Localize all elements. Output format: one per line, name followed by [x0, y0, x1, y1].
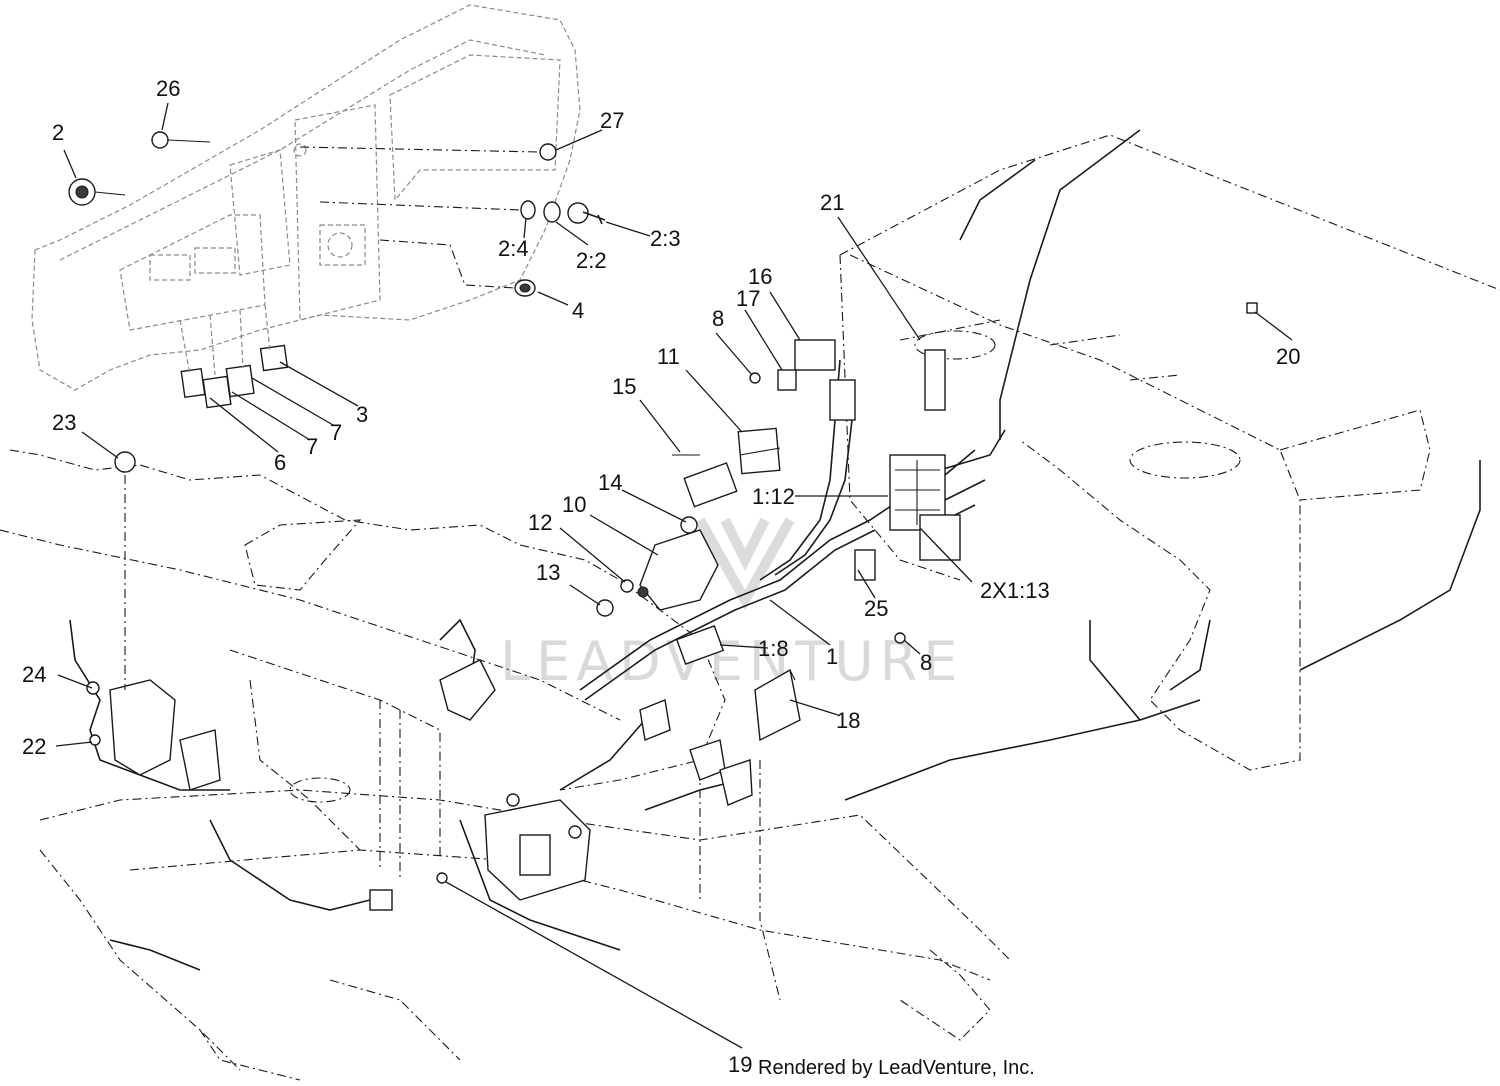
callout-20: 20 [1276, 344, 1300, 369]
callout-27: 27 [600, 108, 624, 133]
rocker-switches [179, 304, 289, 409]
callout-4: 4 [572, 298, 584, 323]
callout-1: 1 [826, 644, 838, 669]
callout-8-upper: 8 [712, 306, 724, 331]
callout-2-3: 2:3 [650, 226, 681, 251]
electrical-components [86, 302, 1258, 911]
callout-17: 17 [736, 286, 760, 311]
leader-lines [55, 102, 1293, 1049]
ignition-parts [68, 131, 606, 297]
callout-18: 18 [836, 708, 860, 733]
callout-25: 25 [864, 596, 888, 621]
callout-22: 22 [22, 734, 46, 759]
wiring-harness [69, 129, 1481, 971]
callout-19: 19 [728, 1052, 752, 1077]
callout-1-12: 1:12 [752, 484, 795, 509]
callout-2-2: 2:2 [576, 248, 607, 273]
callout-6: 6 [274, 450, 286, 475]
callout-14: 14 [598, 470, 622, 495]
callout-labels: 2 26 27 2:4 2:2 2:3 4 21 16 17 8 11 15 2… [22, 76, 1300, 1077]
callout-11: 11 [657, 344, 680, 369]
dashboard-panel [31, 4, 581, 391]
callout-2x1-13: 2X1:13 [980, 578, 1050, 603]
render-credit: Rendered by LeadVenture, Inc. [758, 1057, 1035, 1079]
callout-10: 10 [562, 492, 586, 517]
callout-1-8: 1:8 [758, 636, 789, 661]
watermark-text: LEADVENTURE [500, 630, 963, 693]
frame-chassis [0, 134, 1500, 1081]
callout-13: 13 [536, 560, 560, 585]
callout-15: 15 [612, 374, 636, 399]
callout-16: 16 [748, 264, 772, 289]
callout-23: 23 [52, 410, 76, 435]
callout-26: 26 [156, 76, 180, 101]
callout-7-left: 7 [306, 434, 318, 459]
callout-2-4: 2:4 [498, 236, 529, 261]
callout-8-lower: 8 [920, 650, 932, 675]
callout-21: 21 [820, 190, 844, 215]
callout-2: 2 [52, 120, 64, 145]
callout-3: 3 [356, 402, 368, 427]
callout-24: 24 [22, 662, 46, 687]
watermark: LEADVENTURE [500, 517, 963, 693]
callout-12: 12 [528, 510, 552, 535]
callout-7-right: 7 [330, 420, 342, 445]
